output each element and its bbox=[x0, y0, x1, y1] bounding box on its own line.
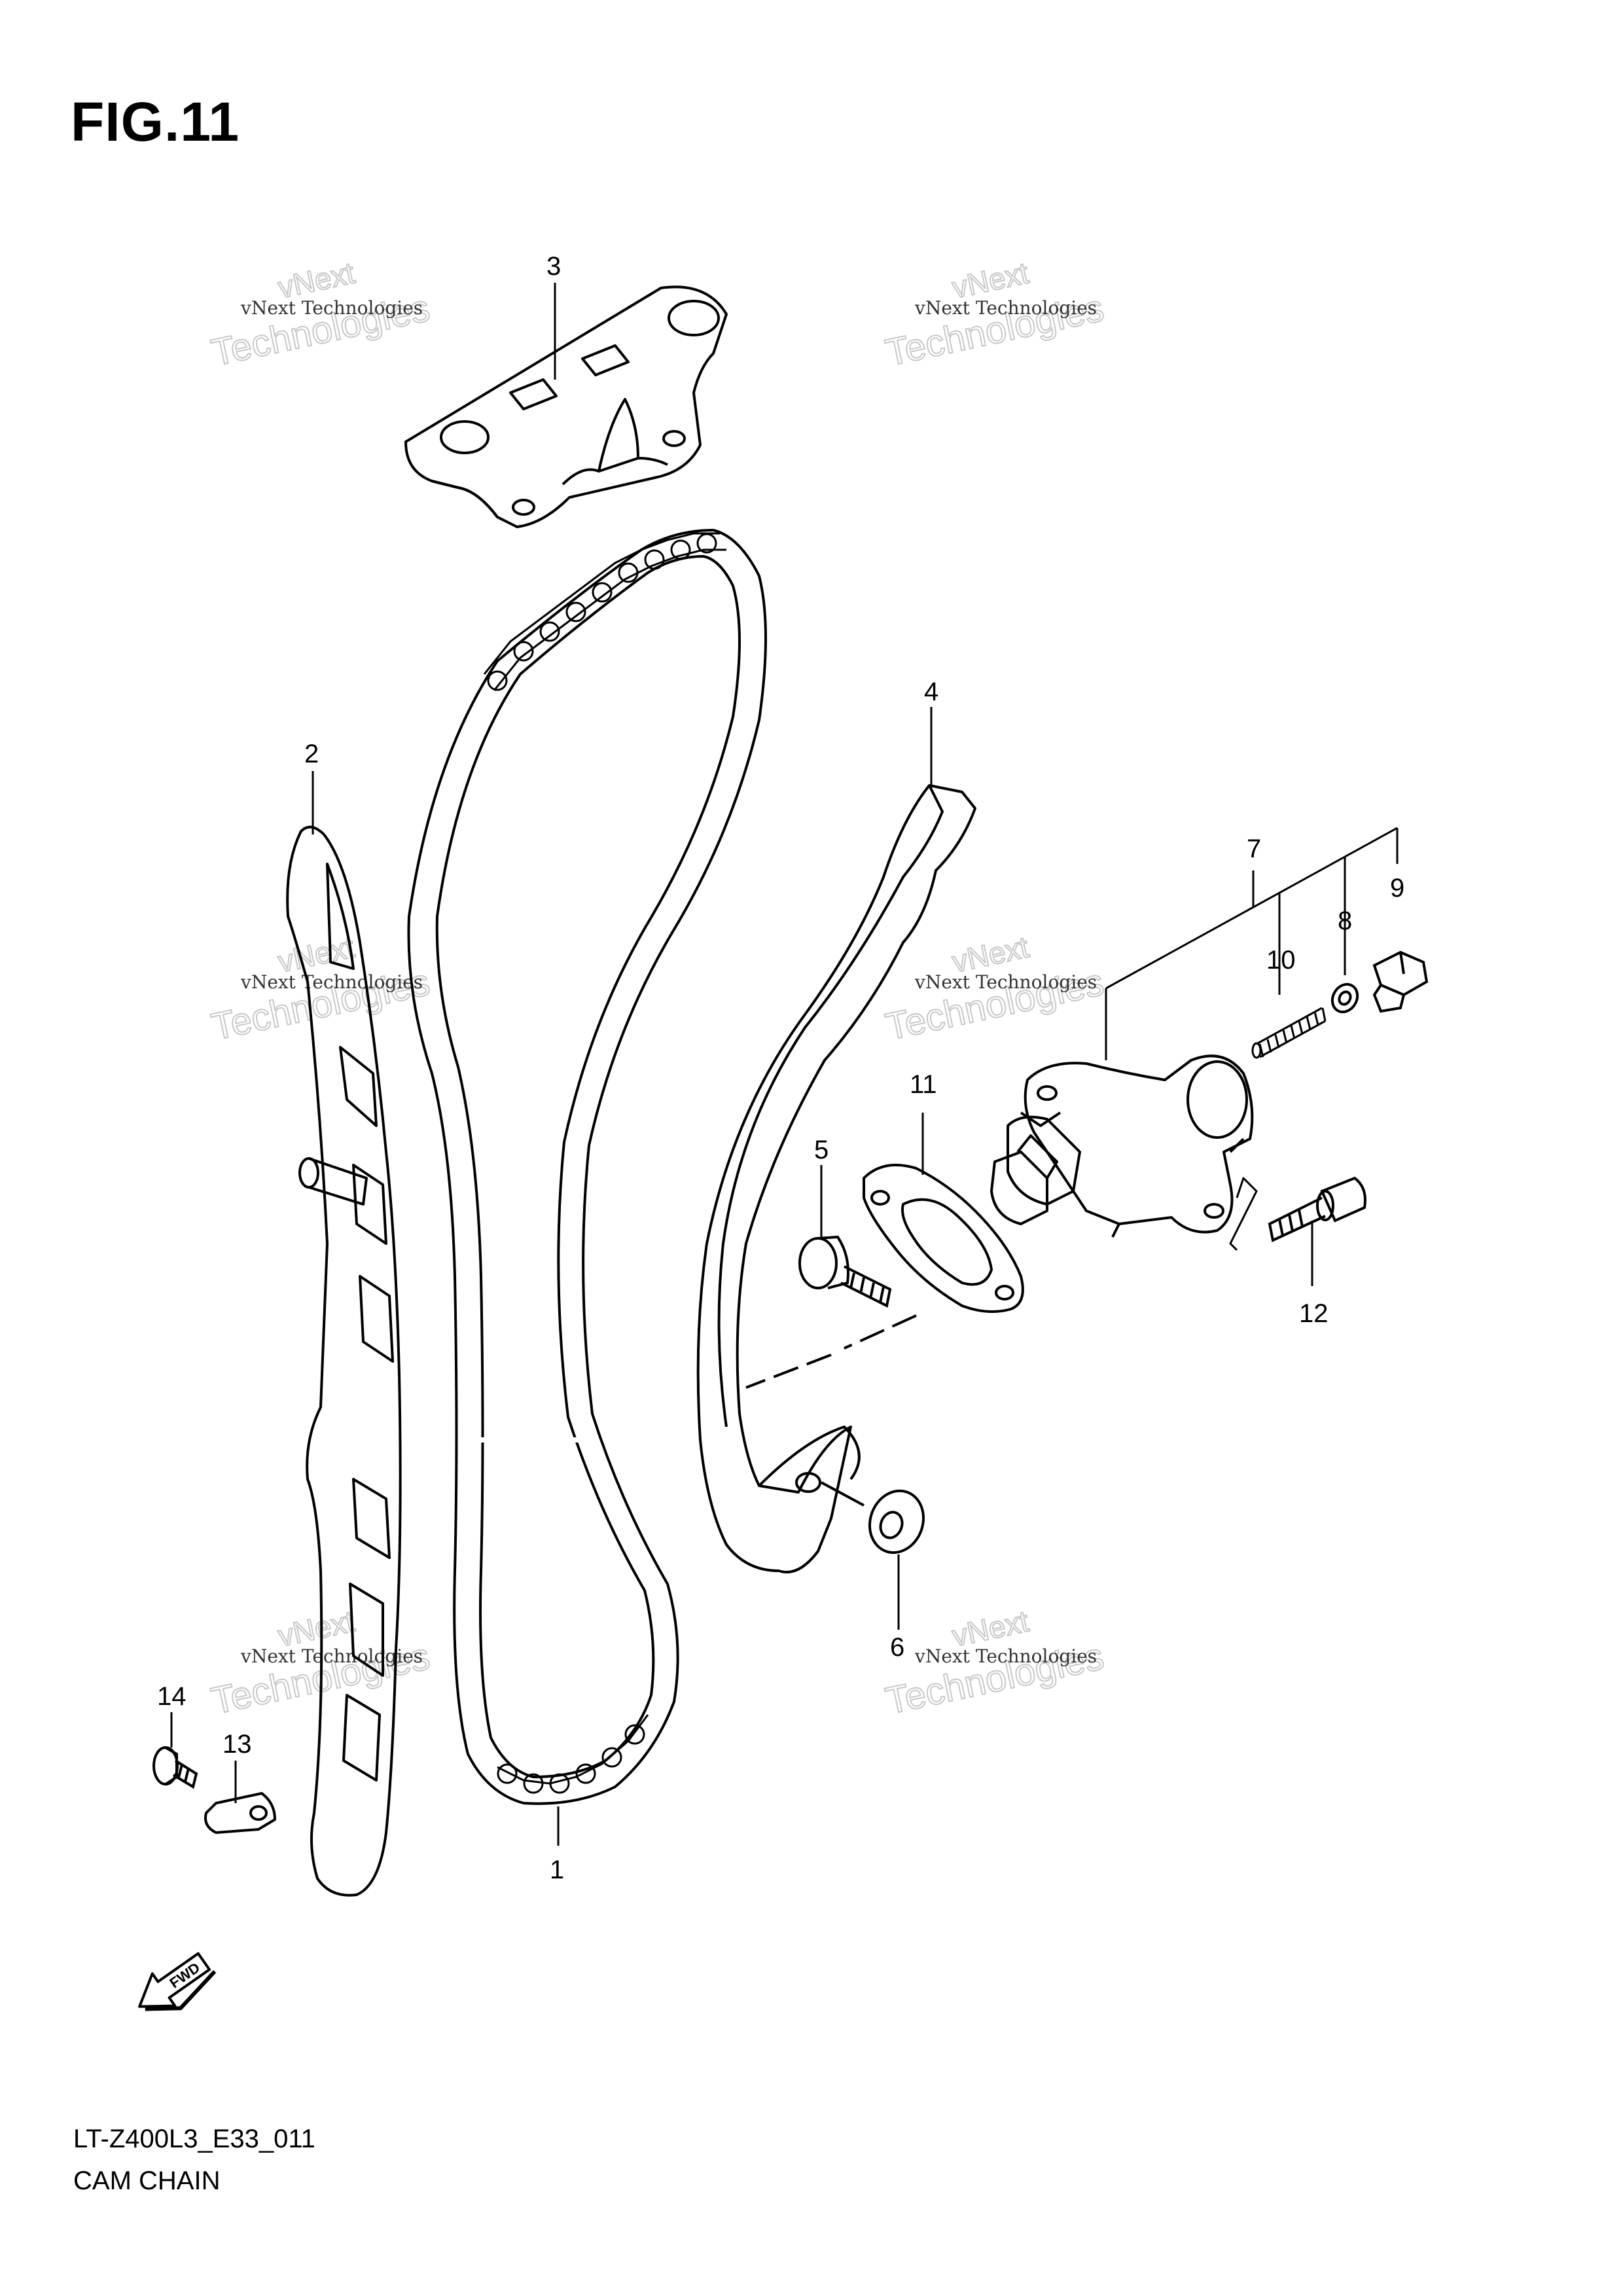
watermark-small-text: vNext Technologies bbox=[240, 1645, 423, 1667]
chain-links-top bbox=[483, 532, 726, 691]
fwd-arrow-icon: FWD bbox=[138, 1952, 217, 2011]
diagram-code: LT-Z400L3_E33_011 bbox=[73, 2125, 315, 2153]
callout-13: 13 bbox=[223, 1730, 252, 1759]
part-7-tensioner-assembly bbox=[990, 1054, 1258, 1251]
part-2-chain-guide bbox=[286, 825, 402, 1897]
part-4-tensioner-shoe bbox=[696, 784, 976, 1573]
watermark-small-text: vNext Technologies bbox=[240, 971, 423, 993]
diagram-name: CAM CHAIN bbox=[73, 2166, 221, 2195]
figure-title: FIG.11 bbox=[71, 91, 240, 152]
callout-11: 11 bbox=[910, 1070, 937, 1099]
callout-bracket-7 bbox=[1105, 827, 1399, 1060]
callout-6: 6 bbox=[890, 1633, 904, 1662]
callout-10: 10 bbox=[1266, 946, 1296, 975]
callout-12: 12 bbox=[1299, 1299, 1329, 1328]
part-5-guide-bolt bbox=[745, 1235, 917, 1389]
callout-2: 2 bbox=[304, 740, 319, 768]
chain-hidden-segments bbox=[426, 850, 706, 1443]
watermark-small-text: vNext Technologies bbox=[240, 297, 423, 319]
part-14-screw bbox=[152, 1746, 198, 1789]
callout-14: 14 bbox=[157, 1682, 187, 1711]
part-11-gasket bbox=[863, 1164, 1024, 1313]
callout-7: 7 bbox=[1247, 834, 1261, 863]
part-1-cam-chain bbox=[407, 528, 767, 1805]
part-9-cap-bolt bbox=[1372, 950, 1429, 1013]
callout-5: 5 bbox=[814, 1136, 829, 1164]
part-8-washer bbox=[1330, 982, 1359, 1014]
part-6-washer bbox=[821, 1481, 925, 1554]
part-3-guide-plate bbox=[404, 285, 728, 528]
part-13-plate bbox=[204, 1792, 276, 1834]
callout-numbers: 3 2 4 7 9 8 10 11 5 12 6 14 13 1 bbox=[157, 252, 1404, 1884]
callout-8: 8 bbox=[1338, 906, 1352, 935]
watermark-small-text: vNext Technologies bbox=[914, 971, 1097, 993]
part-10-spring bbox=[1251, 1007, 1327, 1059]
callout-leaders bbox=[170, 283, 1313, 1846]
callout-1: 1 bbox=[550, 1856, 564, 1884]
watermark-group: vNext Technologies vNext Technologies vN… bbox=[207, 255, 1109, 1723]
watermark-small-text: vNext Technologies bbox=[914, 1645, 1097, 1667]
part-12-tensioner-bolt bbox=[1268, 1176, 1366, 1242]
watermark-small-text: vNext Technologies bbox=[914, 297, 1097, 319]
callout-9: 9 bbox=[1390, 874, 1404, 903]
callout-4: 4 bbox=[924, 677, 938, 706]
chain-links-bottom bbox=[497, 1714, 649, 1794]
callout-3: 3 bbox=[546, 252, 561, 281]
